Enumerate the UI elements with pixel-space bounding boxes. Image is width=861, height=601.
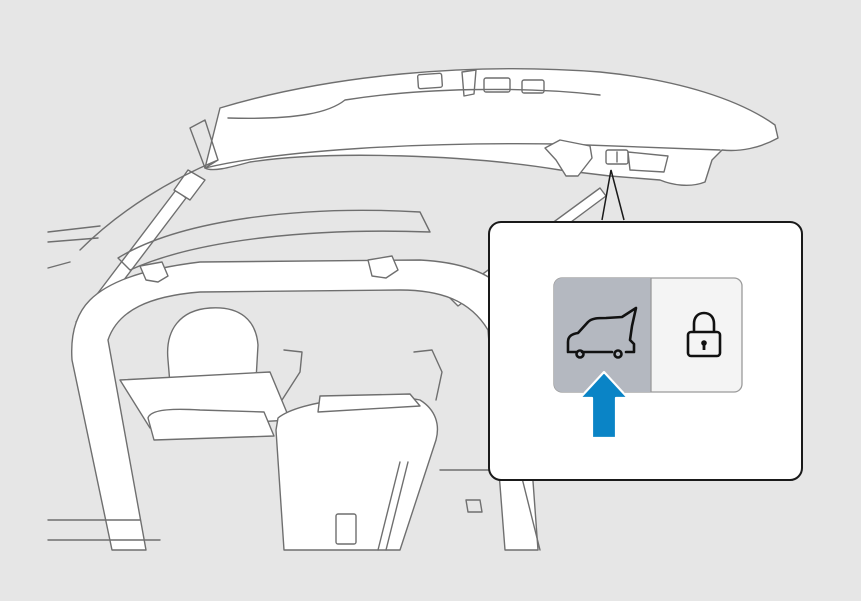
seat-belt-left: [281, 349, 303, 401]
third-row-seat-tag: [335, 513, 357, 545]
third-row-seat-groove: [377, 461, 409, 551]
tailgate-strut-left-top: [173, 169, 206, 201]
cargo-headliner: [117, 209, 431, 271]
third-row-seat-top: [317, 393, 421, 413]
tailgate-inner-edge: [227, 88, 601, 119]
seat-headrest: [166, 307, 259, 385]
tailgate-latch: [544, 139, 593, 177]
tailgate-open-button[interactable]: [554, 278, 651, 392]
car-tailgate-open-icon: [566, 306, 638, 359]
switch-callout: [488, 221, 803, 481]
seat-belt-right: [413, 349, 443, 401]
tailgate-emblem-slot-2: [461, 69, 477, 97]
third-row-seat-side: [147, 408, 275, 441]
tailgate-emblem-slot-1: [416, 72, 444, 90]
tailgate-side-rail: [79, 119, 219, 251]
headliner-hook-right: [367, 255, 399, 279]
car-body-left-lines: [47, 225, 101, 269]
arrow-up-icon: [578, 370, 630, 440]
third-row-seat-back: [275, 396, 439, 551]
callout-pointer: [601, 169, 625, 221]
tailgate-lower-ridge: [204, 143, 721, 169]
tailgate-emblem-slot-4: [521, 79, 545, 94]
tailgate-grip: [627, 151, 669, 173]
headliner-hook-left: [139, 261, 169, 283]
bumper-lines: [47, 519, 161, 541]
lock-icon: [686, 311, 722, 358]
tailgate-emblem-slot-3: [483, 77, 511, 93]
